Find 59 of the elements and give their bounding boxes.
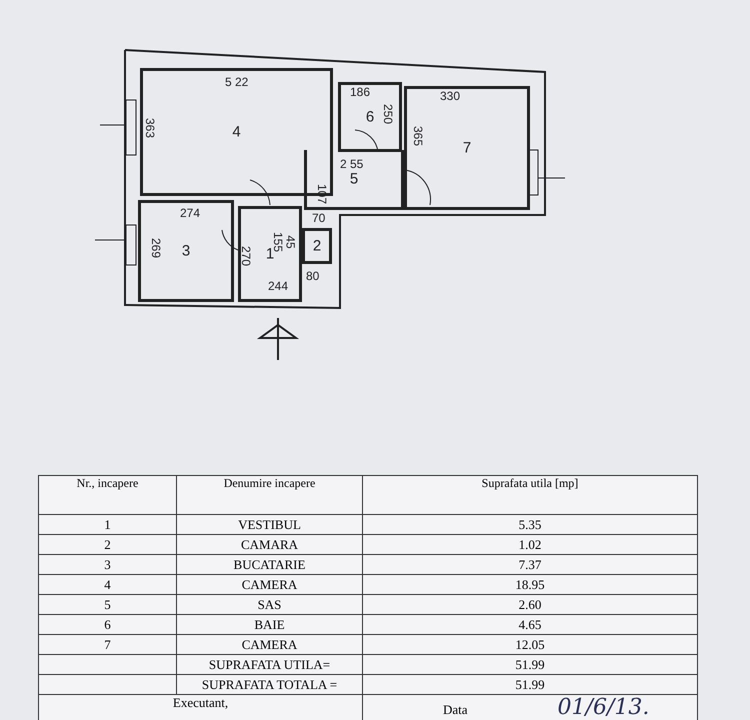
room-name: BAIE [254,616,285,632]
room-number: 7 [462,140,472,156]
room-outline [138,200,234,302]
dimension-label: 269 [150,238,162,258]
dimension-label: 2 55 [340,158,364,170]
dimension-label: 186 [350,86,370,98]
room-name: SAS [258,596,282,612]
dimension-label: 45 [284,235,297,249]
area-value: 18.95 [515,576,545,592]
room-number: 1 [266,246,274,262]
room-name: CAMARA [240,536,298,552]
column-header: Suprafata utila [mp] [482,476,578,490]
room-number: 6 [366,108,374,126]
dimension-label: 365 [412,126,424,146]
room-number: 3 [104,556,111,572]
room-name: BUCATARIE [234,556,306,572]
room-number: 4 [104,576,111,592]
dimension-label: 363 [144,118,156,138]
room-outline [238,206,302,302]
dimension-label: 270 [240,246,252,266]
dimension-label: 250 [382,104,394,124]
dimension-label: 274 [180,207,200,219]
signature-label: Executant, [172,695,228,710]
column-header: Denumire incapere [224,476,316,490]
area-value: 7.37 [518,556,542,572]
column-header: Nr., incapere [76,476,138,490]
room-name: VESTIBUL [238,516,301,532]
dimension-label: 155 [272,232,284,252]
room-number: 2 [312,238,322,254]
room-outline [302,228,332,264]
room-outline [338,82,402,152]
total-label: SUPRAFATA UTILA= [208,656,330,672]
room-number: 4 [232,124,241,140]
room-number: 5 [104,596,111,612]
room-number: 5 [350,170,358,187]
handwritten-date: 01/6/13. [558,695,650,720]
area-value: 51.99 [515,656,545,672]
dimension-label: 244 [268,280,288,292]
room-number: 7 [104,636,111,652]
room-name: CAMERA [242,636,298,652]
room-number: 6 [104,616,111,632]
date-label: Data [443,702,468,717]
room-outline [304,150,404,210]
area-value: 12.05 [515,636,545,652]
total-label: SUPRAFATA TOTALA = [202,676,338,692]
dimension-label: 5 22 [225,76,248,88]
area-value: 2.60 [518,596,542,612]
area-value: 4.65 [518,616,542,632]
room-outline [404,86,530,210]
area-value: 51.99 [515,676,545,692]
dimension-label: 80 [306,270,320,282]
room-number: 3 [182,242,190,260]
room-name: CAMERA [242,576,298,592]
dimension-label: 330 [440,90,460,102]
room-number: 1 [104,516,111,532]
area-value: 5.35 [518,516,542,532]
room-number: 2 [104,536,111,552]
area-value: 1.02 [518,536,542,552]
dimension-label: 70 [312,212,326,224]
